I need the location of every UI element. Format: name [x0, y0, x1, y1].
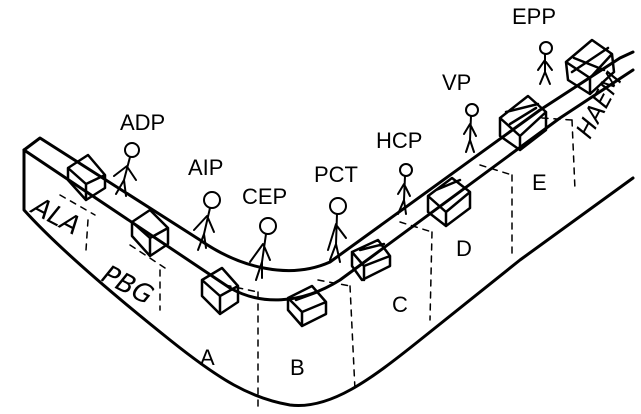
conveyor-belt-icon	[24, 52, 633, 410]
worker-label-vp: VP	[442, 70, 471, 95]
section-label-d: D	[456, 236, 472, 261]
section-label-a: A	[200, 345, 215, 370]
section-label-e: E	[532, 170, 547, 195]
worker-label-epp: EPP	[512, 4, 556, 29]
section-label-ala: ALA	[25, 191, 85, 242]
worker-label-pct: PCT	[314, 162, 358, 187]
stick-figure-icon	[538, 42, 552, 84]
stick-figure-icon	[464, 104, 478, 152]
stick-figure-icon	[398, 164, 412, 214]
worker-label-hcp: HCP	[376, 128, 422, 153]
worker-label-cep: CEP	[242, 184, 287, 209]
worker-label-adp: ADP	[120, 110, 165, 135]
section-label-c: C	[392, 292, 408, 317]
worker-label-aip: AIP	[188, 155, 223, 180]
box-icon	[68, 155, 105, 200]
section-label-b: B	[290, 355, 305, 380]
stick-figure-icon	[194, 192, 220, 250]
